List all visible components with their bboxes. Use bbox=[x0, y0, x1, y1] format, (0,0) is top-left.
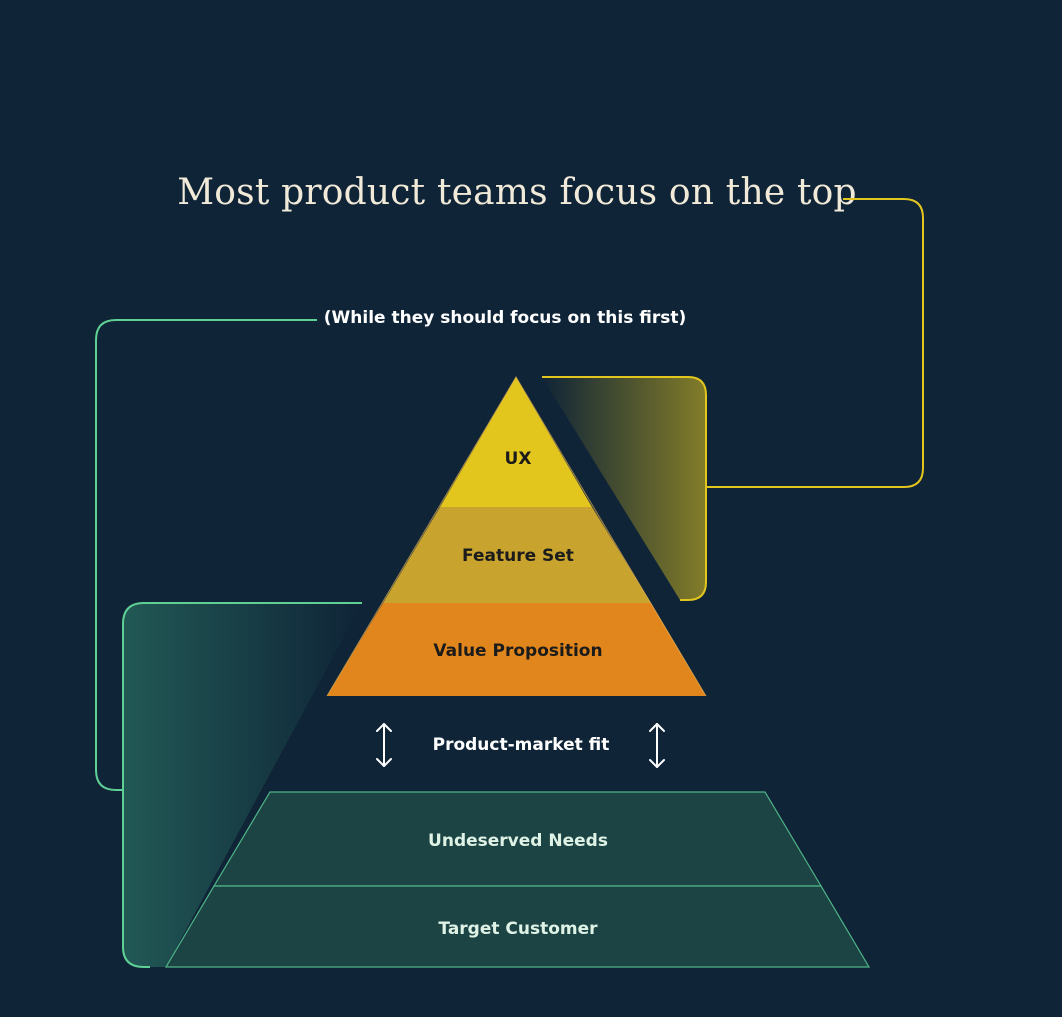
value-proposition-layer bbox=[327, 603, 706, 696]
ux-layer bbox=[440, 377, 592, 507]
diagram-subtitle: (While they should focus on this first) bbox=[323, 308, 687, 328]
top-pyramid-edge bbox=[326, 376, 707, 697]
feature-set-label: Feature Set bbox=[462, 546, 574, 566]
value-proposition-label: Value Proposition bbox=[433, 641, 602, 661]
top-pyramid-bracket bbox=[542, 376, 707, 601]
target-customer-layer bbox=[164, 885, 871, 968]
subtitle-connector bbox=[95, 319, 317, 791]
fit-arrow-right-icon bbox=[649, 723, 665, 768]
heading-connector bbox=[706, 198, 924, 488]
feature-set-layer bbox=[383, 507, 651, 603]
fit-arrow-left-icon bbox=[376, 723, 392, 767]
base-pyramid-bracket bbox=[122, 602, 362, 968]
product-market-fit-label: Product-market fit bbox=[433, 735, 610, 755]
diagram-title: Most product teams focus on the top bbox=[177, 172, 857, 213]
base-focus-shade bbox=[123, 603, 362, 967]
target-customer-label: Target Customer bbox=[438, 919, 598, 939]
ux-label: UX bbox=[505, 449, 532, 469]
top-focus-shade bbox=[542, 377, 706, 600]
undeserved-needs-label: Undeserved Needs bbox=[428, 831, 608, 851]
